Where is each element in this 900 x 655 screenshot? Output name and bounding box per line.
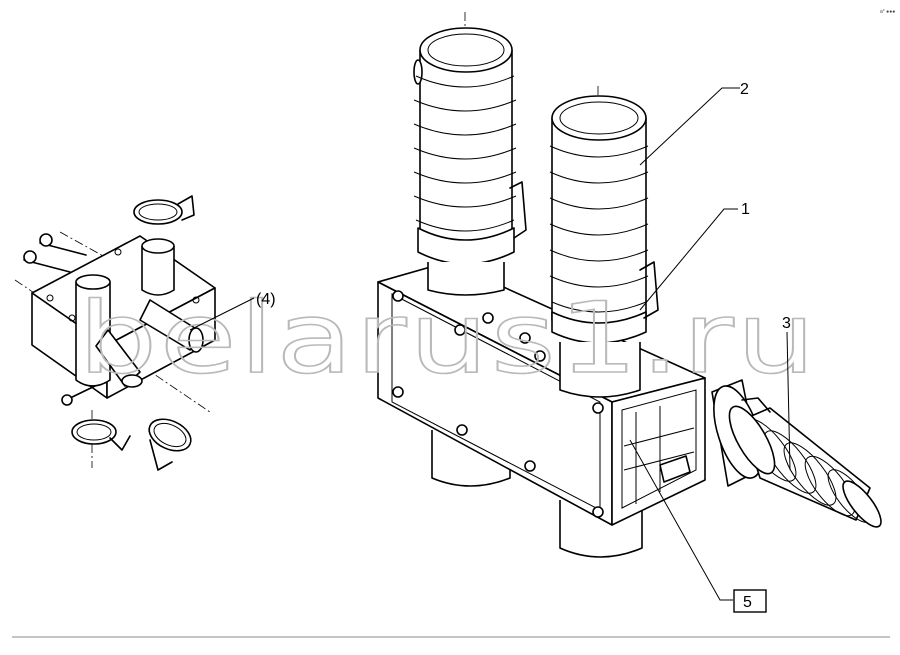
callout-5: 5	[743, 594, 752, 611]
callout-3: 3	[782, 315, 791, 332]
corner-code: a° ●●●	[880, 9, 895, 15]
small-valve-assembly	[14, 195, 216, 471]
callout-1: 1	[741, 201, 750, 218]
hose-side	[711, 379, 882, 528]
hose-left	[413, 12, 527, 296]
callout-5-box	[733, 589, 767, 613]
hose-center	[549, 86, 659, 398]
watermark-text: belarus1.ru	[78, 282, 818, 396]
callout-2: 2	[740, 81, 749, 98]
callout-4: (4)	[256, 291, 276, 308]
leader-lines	[189, 87, 791, 601]
